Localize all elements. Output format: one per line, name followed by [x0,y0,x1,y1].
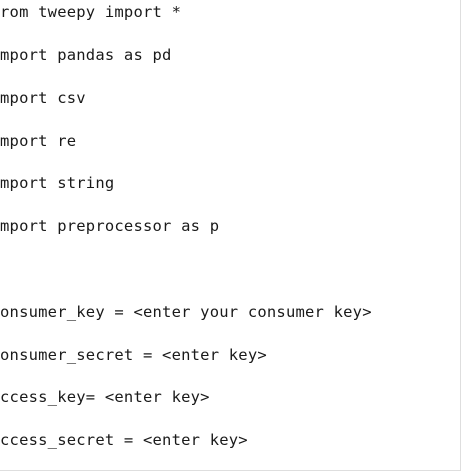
code-line: mport pandas as pd [0,46,172,64]
code-line: ccess_key= <enter key> [0,388,210,406]
code-line: onsumer_key = <enter your consumer key> [0,303,372,321]
code-line: onsumer_secret = <enter key> [0,346,267,364]
code-line: mport string [0,174,115,192]
code-line: mport preprocessor as p [0,217,220,235]
code-line: mport csv [0,89,86,107]
code-line: ccess_secret = <enter key> [0,431,248,449]
code-editor[interactable]: rom tweepy import * mport pandas as pd m… [0,0,461,471]
code-line: rom tweepy import * [0,3,182,21]
code-line: mport re [0,132,77,150]
